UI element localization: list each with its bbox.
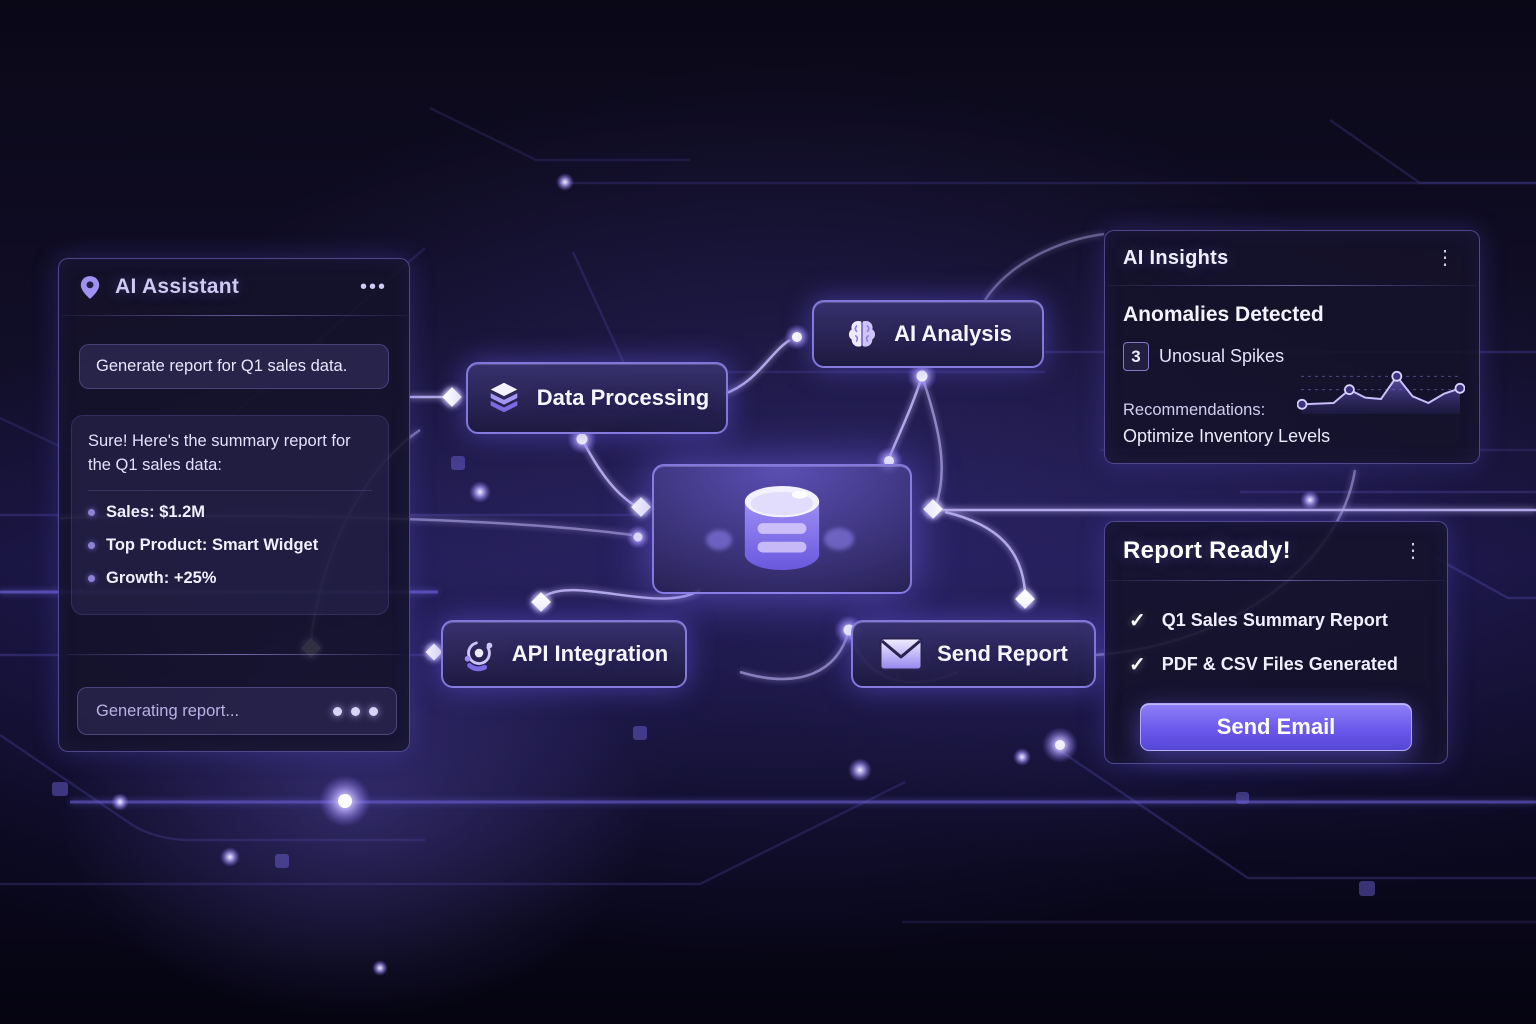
typing-indicator-icon	[333, 706, 378, 716]
node-label: AI Analysis	[894, 321, 1012, 346]
recommendation-text: Optimize Inventory Levels	[1123, 426, 1331, 446]
check-icon: ✓	[1129, 654, 1146, 676]
divider	[61, 315, 407, 316]
node-data-processing[interactable]: Data Processing	[466, 362, 728, 434]
ai-insights-panel: AI Insights ⋮ Anomalies Detected 3 Unosu…	[1104, 230, 1480, 464]
node-ai-analysis[interactable]: AI Analysis	[812, 300, 1044, 368]
bullet-text: Top Product: Smart Widget	[106, 535, 319, 554]
anomaly-count-row: 3 Unosual Spikes	[1123, 342, 1461, 371]
brain-icon	[844, 316, 880, 352]
report-title: Report Ready!	[1123, 537, 1291, 564]
list-item: ✓ Q1 Sales Summary Report	[1129, 608, 1423, 633]
node-label: Data Processing	[536, 385, 710, 410]
report-item-text: Q1 Sales Summary Report	[1161, 610, 1388, 630]
bullet-icon	[88, 509, 95, 517]
layers-icon	[485, 379, 523, 417]
send-email-button[interactable]: Send Email	[1140, 703, 1412, 751]
check-icon: ✓	[1129, 610, 1146, 632]
list-item: ✓ PDF & CSV Files Generated	[1129, 652, 1423, 677]
decor-blob	[824, 528, 854, 550]
count-badge: 3	[1123, 342, 1149, 371]
decor-blob	[706, 530, 732, 550]
list-item: Top Product: Smart Widget	[88, 534, 372, 558]
assistant-message-bubble: Sure! Here's the summary report for the …	[71, 415, 389, 615]
ai-assistant-panel: AI Assistant ••• Generate report for Q1 …	[58, 258, 410, 752]
insights-title: AI Insights	[1123, 246, 1229, 269]
report-ready-panel: Report Ready! ⋮ ✓ Q1 Sales Summary Repor…	[1104, 521, 1448, 764]
bullet-icon	[88, 575, 95, 583]
anomalies-heading: Anomalies Detected	[1123, 303, 1324, 326]
divider	[67, 654, 401, 655]
node-send-report[interactable]: Send Report	[851, 620, 1096, 688]
report-body: ✓ Q1 Sales Summary Report ✓ PDF & CSV Fi…	[1105, 581, 1447, 751]
assistant-message-text: Sure! Here's the summary report for the …	[88, 432, 351, 474]
assistant-title: AI Assistant	[115, 275, 240, 298]
report-header: Report Ready! ⋮	[1105, 522, 1447, 580]
divider	[1107, 580, 1445, 581]
location-pin-icon	[77, 274, 103, 300]
bullet-icon	[88, 542, 95, 550]
report-item-text: PDF & CSV Files Generated	[1161, 654, 1398, 674]
list-item: Growth: +25%	[88, 567, 372, 591]
kebab-menu-icon[interactable]: ⋮	[1399, 539, 1429, 563]
insights-header: AI Insights ⋮	[1105, 231, 1479, 285]
divider	[88, 489, 372, 491]
node-label: Send Report	[937, 641, 1068, 666]
assistant-input-bar[interactable]: Generating report...	[77, 687, 397, 735]
status-text: Generating report...	[96, 701, 240, 720]
bullet-text: Sales: $1.2M	[106, 502, 206, 521]
api-icon	[460, 635, 498, 673]
kebab-menu-icon[interactable]: ⋮	[1431, 246, 1461, 270]
divider	[1107, 285, 1477, 286]
database-icon	[738, 479, 826, 579]
count-label: Unosual Spikes	[1159, 346, 1285, 366]
envelope-icon	[879, 637, 923, 671]
node-central-database[interactable]	[652, 464, 912, 594]
recommendations-label: Recommendations:	[1123, 401, 1266, 419]
list-item: Sales: $1.2M	[88, 501, 372, 525]
bullet-text: Growth: +25%	[106, 568, 217, 587]
arrow-diamonds	[298, 385, 1037, 663]
node-api-integration[interactable]: API Integration	[441, 620, 687, 688]
assistant-header: AI Assistant •••	[59, 259, 409, 315]
assistant-menu-icon[interactable]: •••	[356, 275, 391, 299]
glow-dots	[111, 173, 1320, 976]
insights-sparkline	[1297, 370, 1465, 414]
node-label: API Integration	[511, 641, 669, 666]
insights-body: Anomalies Detected 3 Unosual Spikes Reco…	[1105, 286, 1479, 447]
user-message-bubble: Generate report for Q1 sales data.	[79, 344, 389, 389]
